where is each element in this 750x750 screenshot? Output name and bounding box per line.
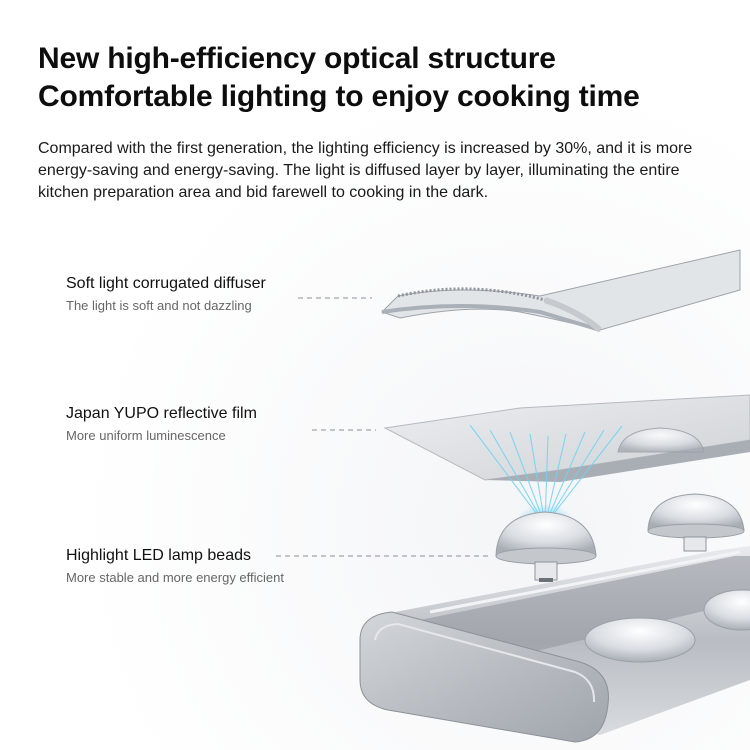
intro-paragraph: Compared with the first generation, the … — [38, 140, 693, 201]
label-led-beads: Highlight LED lamp beads More stable and… — [66, 547, 284, 585]
label-film-subtitle: More uniform luminescence — [66, 428, 226, 443]
corrugated-diffuser — [381, 249, 741, 333]
aluminium-housing — [359, 546, 750, 743]
headline: New high-efficiency optical structure Co… — [38, 40, 640, 116]
headline-line-1: New high-efficiency optical structure — [38, 42, 556, 75]
label-film-title: Japan YUPO reflective film — [66, 405, 257, 422]
led-lamp-bead — [647, 493, 745, 552]
label-led-title: Highlight LED lamp beads — [66, 547, 251, 564]
label-diffuser-subtitle: The light is soft and not dazzling — [66, 298, 252, 313]
led-lamp-bead — [495, 511, 597, 582]
label-reflective-film: Japan YUPO reflective film More uniform … — [66, 405, 257, 443]
label-diffuser-title: Soft light corrugated diffuser — [66, 275, 266, 292]
led-lamp-bead — [617, 427, 705, 453]
label-led-subtitle: More stable and more energy efficient — [66, 570, 284, 585]
headline-line-2: Comfortable lighting to enjoy cooking ti… — [38, 80, 640, 113]
leader-lines — [276, 297, 492, 557]
label-diffuser: Soft light corrugated diffuser The light… — [66, 275, 266, 313]
